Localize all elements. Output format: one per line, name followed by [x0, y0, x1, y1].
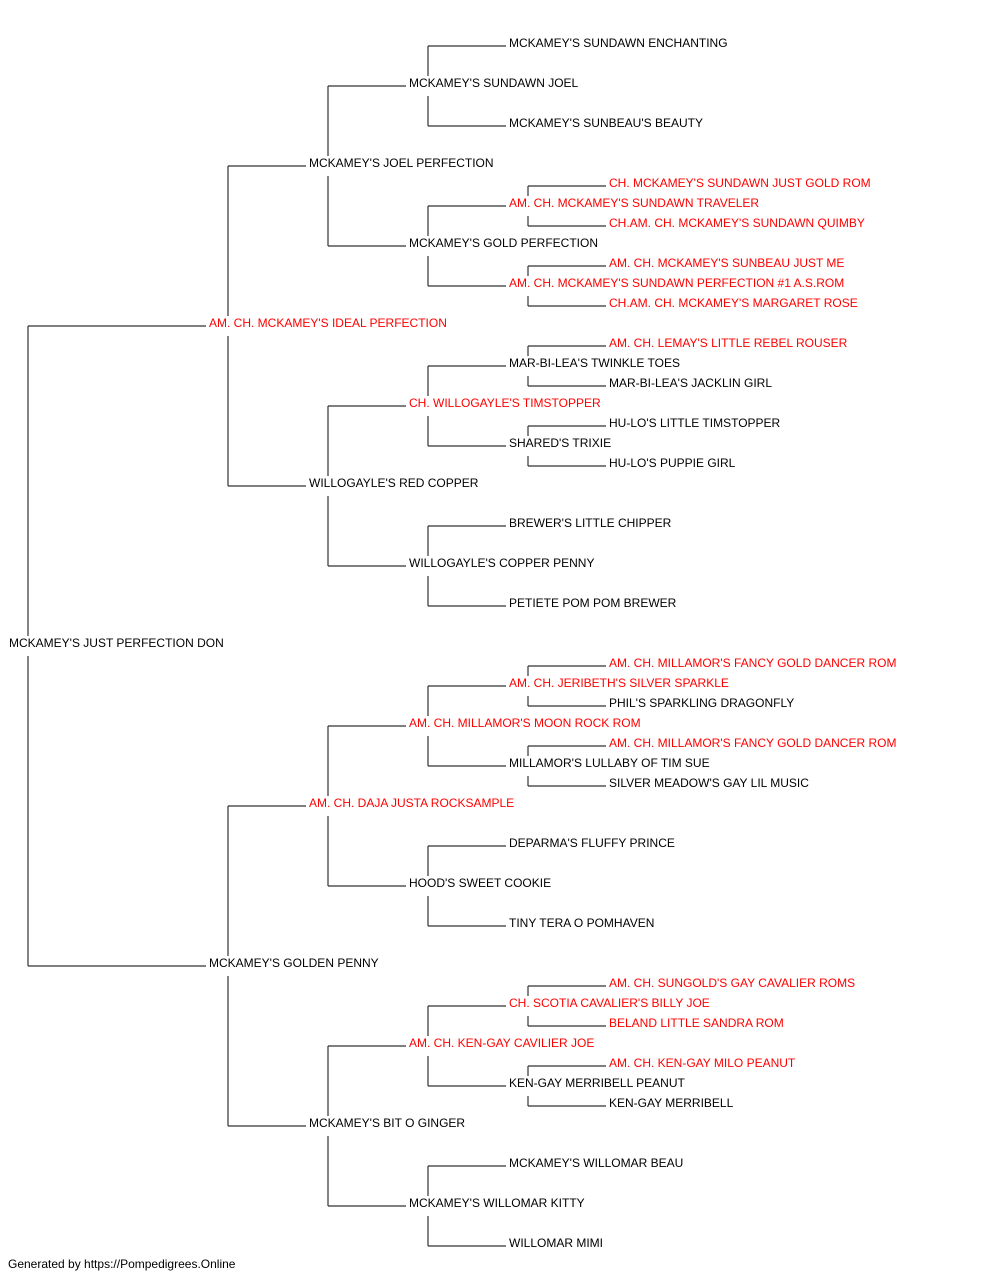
pedigree-dog-name[interactable]: MCKAMEY'S GOLD PERFECTION — [408, 236, 599, 250]
pedigree-dog-name[interactable]: MAR-BI-LEA'S JACKLIN GIRL — [608, 376, 773, 390]
pedigree-dog-name[interactable]: MCKAMEY'S SUNDAWN ENCHANTING — [508, 36, 729, 50]
pedigree-dog-name[interactable]: MCKAMEY'S BIT O GINGER — [308, 1116, 467, 1130]
pedigree-dog-name[interactable]: AM. CH. LEMAY'S LITTLE REBEL ROUSER — [608, 336, 849, 350]
pedigree-dog-name[interactable]: SILVER MEADOW'S GAY LIL MUSIC — [608, 776, 810, 790]
pedigree-dog-name[interactable]: DEPARMA'S FLUFFY PRINCE — [508, 836, 676, 850]
pedigree-dog-name[interactable]: AM. CH. MCKAMEY'S IDEAL PERFECTION — [208, 316, 448, 330]
pedigree-dog-name[interactable]: PETIETE POM POM BREWER — [508, 596, 678, 610]
pedigree-dog-name[interactable]: KEN-GAY MERRIBELL PEANUT — [508, 1076, 686, 1090]
pedigree-dog-name[interactable]: BREWER'S LITTLE CHIPPER — [508, 516, 673, 530]
pedigree-dog-name[interactable]: AM. CH. KEN-GAY CAVILIER JOE — [408, 1036, 596, 1050]
pedigree-dog-name[interactable]: MILLAMOR'S LULLABY OF TIM SUE — [508, 756, 711, 770]
pedigree-dog-name[interactable]: MCKAMEY'S SUNDAWN JOEL — [408, 76, 580, 90]
pedigree-dog-name[interactable]: CH. WILLOGAYLE'S TIMSTOPPER — [408, 396, 602, 410]
pedigree-dog-name[interactable]: MCKAMEY'S SUNBEAU'S BEAUTY — [508, 116, 704, 130]
pedigree-dog-name[interactable]: HOOD'S SWEET COOKIE — [408, 876, 553, 890]
pedigree-dog-name[interactable]: AM. CH. DAJA JUSTA ROCKSAMPLE — [308, 796, 516, 810]
pedigree-dog-name[interactable]: AM. CH. MCKAMEY'S SUNBEAU JUST ME — [608, 256, 846, 270]
pedigree-dog-name[interactable]: WILLOGAYLE'S COPPER PENNY — [408, 556, 596, 570]
pedigree-dog-name[interactable]: CH. SCOTIA CAVALIER'S BILLY JOE — [508, 996, 711, 1010]
pedigree-dog-name[interactable]: AM. CH. KEN-GAY MILO PEANUT — [608, 1056, 797, 1070]
pedigree-dog-name[interactable]: HU-LO'S PUPPIE GIRL — [608, 456, 737, 470]
pedigree-dog-name[interactable]: MCKAMEY'S JOEL PERFECTION — [308, 156, 495, 170]
pedigree-dog-name[interactable]: WILLOGAYLE'S RED COPPER — [308, 476, 480, 490]
pedigree-dog-name[interactable]: AM. CH. MILLAMOR'S FANCY GOLD DANCER ROM — [608, 656, 898, 670]
pedigree-dog-name[interactable]: MCKAMEY'S WILLOMAR BEAU — [508, 1156, 685, 1170]
pedigree-dog-name[interactable]: CH. MCKAMEY'S SUNDAWN JUST GOLD ROM — [608, 176, 872, 190]
pedigree-dog-name[interactable]: AM. CH. MCKAMEY'S SUNDAWN TRAVELER — [508, 196, 761, 210]
pedigree-dog-name[interactable]: BELAND LITTLE SANDRA ROM — [608, 1016, 785, 1030]
pedigree-dog-name[interactable]: WILLOMAR MIMI — [508, 1236, 605, 1250]
pedigree-dog-name[interactable]: KEN-GAY MERRIBELL — [608, 1096, 735, 1110]
pedigree-dog-name[interactable]: CH.AM. CH. MCKAMEY'S SUNDAWN QUIMBY — [608, 216, 866, 230]
pedigree-dog-name[interactable]: MCKAMEY'S JUST PERFECTION DON — [8, 636, 225, 650]
pedigree-dog-name[interactable]: AM. CH. MCKAMEY'S SUNDAWN PERFECTION #1 … — [508, 276, 846, 290]
generated-by-footer: Generated by https://Pompedigrees.Online — [8, 1257, 236, 1271]
pedigree-dog-name[interactable]: AM. CH. MILLAMOR'S FANCY GOLD DANCER ROM — [608, 736, 898, 750]
pedigree-dog-name[interactable]: MCKAMEY'S GOLDEN PENNY — [208, 956, 380, 970]
pedigree-dog-name[interactable]: AM. CH. MILLAMOR'S MOON ROCK ROM — [408, 716, 642, 730]
pedigree-dog-name[interactable]: AM. CH. JERIBETH'S SILVER SPARKLE — [508, 676, 730, 690]
pedigree-dog-name[interactable]: CH.AM. CH. MCKAMEY'S MARGARET ROSE — [608, 296, 859, 310]
pedigree-dog-name[interactable]: TINY TERA O POMHAVEN — [508, 916, 656, 930]
pedigree-dog-name[interactable]: PHIL'S SPARKLING DRAGONFLY — [608, 696, 796, 710]
pedigree-dog-name[interactable]: SHARED'S TRIXIE — [508, 436, 613, 450]
pedigree-dog-name[interactable]: HU-LO'S LITTLE TIMSTOPPER — [608, 416, 782, 430]
pedigree-dog-name[interactable]: MAR-BI-LEA'S TWINKLE TOES — [508, 356, 681, 370]
pedigree-dog-name[interactable]: MCKAMEY'S WILLOMAR KITTY — [408, 1196, 586, 1210]
pedigree-dog-name[interactable]: AM. CH. SUNGOLD'S GAY CAVALIER ROMS — [608, 976, 857, 990]
